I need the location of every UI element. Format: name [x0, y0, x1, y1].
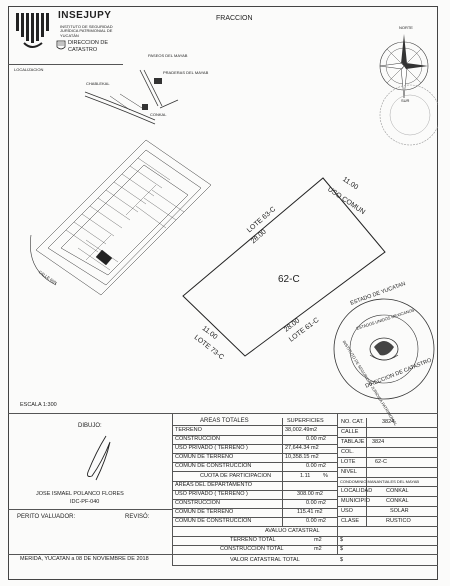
info2-row-value: CONKAL	[386, 498, 409, 504]
area-row-label: COMUN DE CONSTRUCCION	[175, 463, 252, 469]
info2-row-value: SOLAR	[390, 508, 409, 514]
dibujo-id: IDC-PF-040	[70, 499, 100, 505]
area-row-value: 10,358.15 m2	[285, 454, 319, 460]
dibujo-label: DIBUJO:	[78, 423, 102, 429]
logo-subtitle: INSTITUTO DE SEGURIDAD JURÍDICA PATRIMON…	[60, 24, 113, 38]
dept-row-label: USO PRIVADO ( TERRENO )	[175, 491, 248, 497]
paseos-label: PASEOS DEL MAYAB	[148, 53, 188, 58]
localizacion-label: LOCALIZACION	[14, 67, 44, 72]
perito-label: PERITO VALUADOR:	[17, 514, 76, 520]
avaluo-row-currency: $	[340, 557, 344, 563]
info-row-value: 3824	[382, 419, 395, 425]
dibujo-name: JOSE ISMAEL POLANCO FLORES	[36, 491, 124, 497]
dept-row-value: 0.00 m2	[306, 518, 326, 524]
insejupy-logo-icon	[16, 13, 49, 48]
subdivision-map	[30, 139, 212, 296]
area-row-value: 38,002.49m2	[285, 427, 318, 433]
dept-row-label: CONSTRUCCION	[175, 500, 220, 506]
scale-label: ESCALA 1:300	[20, 402, 57, 408]
info-row-label: NIVEL	[341, 469, 357, 475]
info2-row-value: CONKAL	[386, 488, 409, 494]
condominio-label: CONDOMINIO MANANTIALES DEL MAYAB	[340, 479, 420, 484]
dept-row-value: 115.41 m2	[297, 509, 323, 515]
logo-text: INSEJUPY	[58, 10, 112, 21]
avaluo-row-unit: m2	[314, 537, 322, 543]
avaluo-row-unit: m2	[314, 546, 322, 552]
avaluo-row-label: CONSTRUCCION TOTAL	[220, 546, 284, 552]
cuota-unit: %	[323, 473, 328, 479]
area-row-label: CONSTRUCCION	[175, 436, 220, 442]
avaluo-row-currency: $	[340, 546, 344, 552]
compass-south-label: SUR	[401, 98, 410, 103]
dept-row-label: COMUN DE TERRENO	[175, 509, 234, 515]
info2-row-label: USO	[341, 508, 353, 514]
official-seal-icon	[333, 298, 435, 400]
info-row-value: 62-C	[375, 459, 387, 465]
reviso-label: REVISÓ:	[125, 514, 150, 520]
info2-row-label: MUNICIPIO	[341, 498, 371, 504]
superficies-header: SUPERFICIES	[287, 418, 324, 424]
avaluo-row-currency: $	[340, 537, 344, 543]
chablekal-label: CHABLEKAL	[86, 81, 110, 86]
lot-id: 62-C	[278, 274, 300, 285]
dept-line1: DIRECCION DE	[68, 40, 109, 46]
north-arrow-compass-icon	[379, 34, 429, 99]
cuota-value: 1.11	[300, 473, 311, 479]
faint-stamp-icon	[379, 84, 438, 146]
cuota-label: CUOTA DE PARTICIPACION	[200, 473, 272, 479]
page-frame	[8, 6, 438, 580]
state-shield-icon	[56, 40, 66, 50]
lot-polygon	[182, 177, 386, 357]
location-sketch	[84, 69, 179, 125]
area-row-value: 0.00 m2	[306, 436, 326, 442]
area-row-label: TERRENO	[175, 427, 202, 433]
avaluo-row-label: VALOR CATASTRAL TOTAL	[230, 557, 300, 563]
info-row-value: 3824	[372, 439, 385, 445]
info-row-label: LOTE	[341, 459, 356, 465]
area-row-value: 27,644.34 m2	[285, 445, 319, 451]
info-row-label: COL.	[341, 449, 354, 455]
compass-north-label: NORTE	[399, 25, 413, 30]
area-row-label: COMUN DE TERRENO	[175, 454, 234, 460]
info-row-label: TABLAJE	[341, 439, 365, 445]
info2-row-label: CLASE	[341, 518, 360, 524]
info-row-label: CALLE	[341, 429, 359, 435]
areas-header: AREAS TOTALES	[200, 418, 249, 424]
avaluo-row-label: TERRENO TOTAL	[230, 537, 276, 543]
dept-row-value: 0.00 m2	[306, 500, 326, 506]
dept-line2: CATASTRO	[68, 47, 98, 53]
dept-areas-header: AREAS DEL DEPARTAMENTO	[175, 482, 253, 488]
praderas-label: PRADERAS DEL MAYAB	[163, 70, 209, 75]
info-row-label: NO. CAT.	[341, 419, 364, 425]
plan-title: FRACCION	[216, 15, 253, 22]
info2-row-label: LOCALIDAD	[341, 488, 373, 494]
dept-row-value: 308.00 m2	[297, 491, 323, 497]
area-row-value: 0.00 m2	[306, 463, 326, 469]
dept-row-label: COMUN DE CONSTRUCCION	[175, 518, 252, 524]
avaluo-header: AVALUO CATASTRAL	[265, 528, 320, 534]
info2-row-value: RUSTICO	[386, 518, 411, 524]
signature-icon	[87, 435, 111, 481]
conkal-label: CONKAL	[150, 112, 167, 117]
footer-date: MERIDA, YUCATAN a 08 DE NOVIEMBRE DE 201…	[20, 556, 149, 562]
area-row-label: USO PRIVADO ( TERRENO )	[175, 445, 248, 451]
